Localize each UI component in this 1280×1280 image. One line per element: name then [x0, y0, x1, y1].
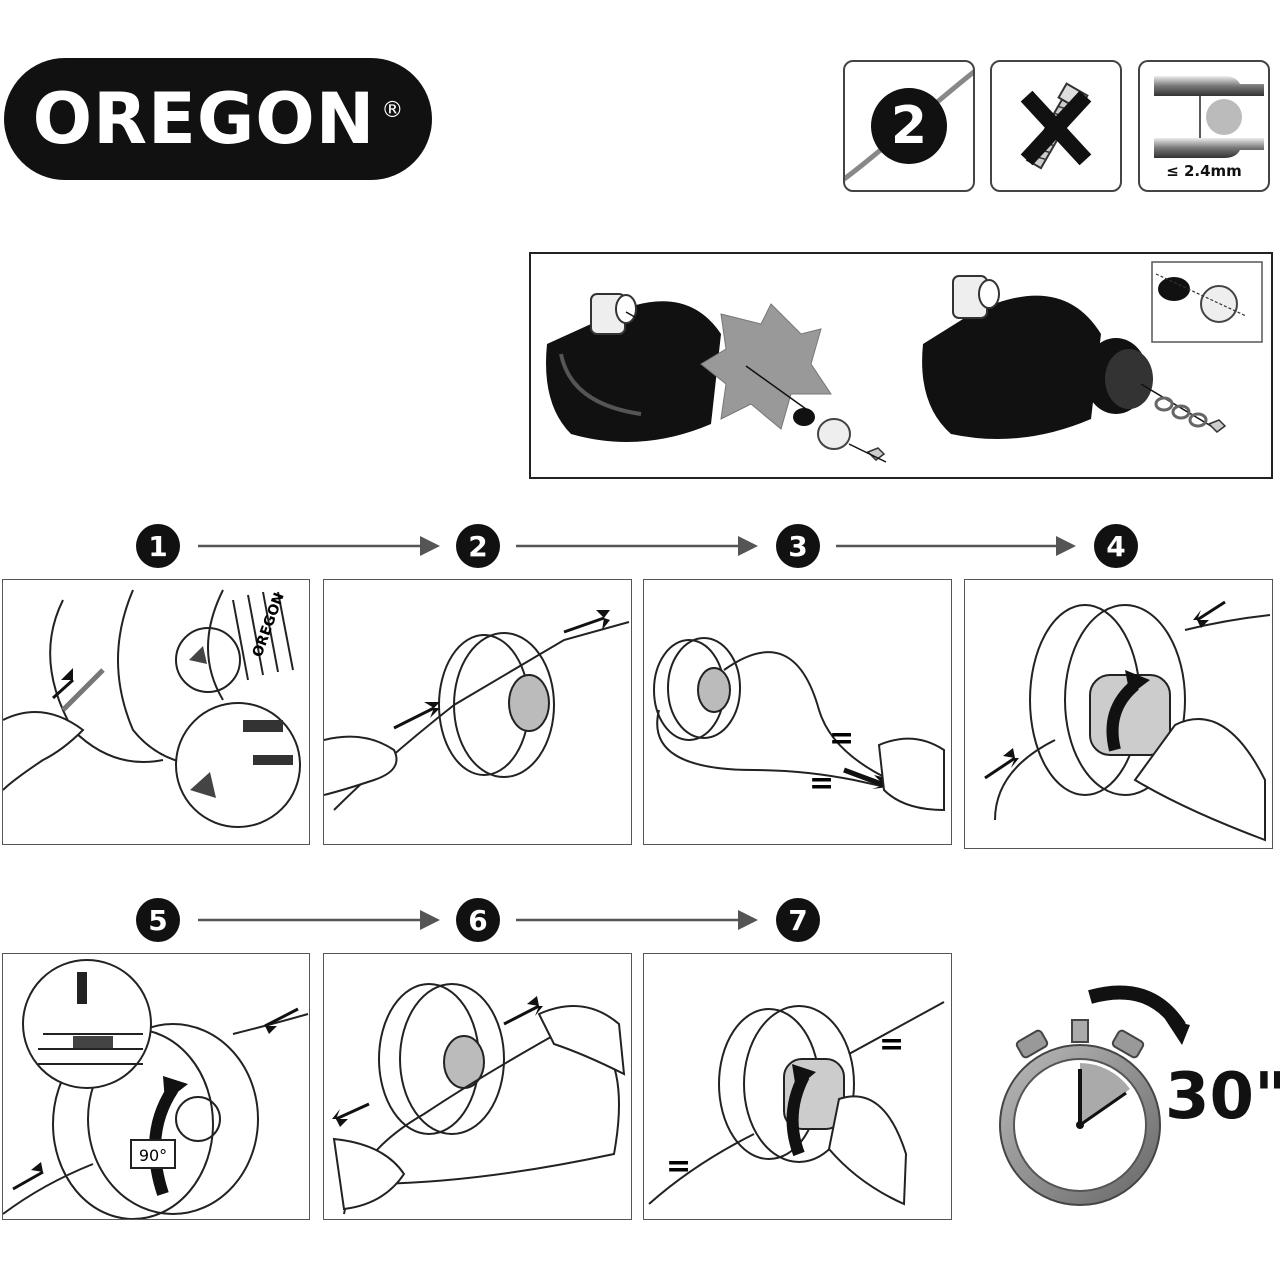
no-bolt-icon-box	[990, 60, 1122, 192]
step-7-panel: = =	[643, 953, 952, 1220]
step-2-illustration	[324, 610, 630, 811]
step-1-illustration: OREGON	[3, 589, 301, 828]
line-diameter-label: ≤ 2.4mm	[1166, 162, 1242, 180]
line-count-badge: 2	[871, 88, 947, 164]
step-5-panel: 90°	[2, 953, 310, 1220]
step-4-number: 4	[1094, 524, 1138, 568]
step-2-panel	[323, 579, 632, 845]
step-7-equal-bottom: =	[666, 1149, 691, 1184]
installation-illustration	[546, 261, 1263, 463]
line-count-icon-box: 2	[843, 60, 975, 192]
step-1-number: 1	[136, 524, 180, 568]
step-3-equal-top: =	[829, 721, 854, 756]
step-5-number: 5	[136, 898, 180, 942]
step-2-number: 2	[456, 524, 500, 568]
step-6-illustration	[332, 983, 626, 1215]
step-7-equal-top: =	[879, 1027, 904, 1062]
installation-diagram	[529, 252, 1273, 479]
brand-name: OREGON	[32, 78, 376, 160]
step-5-illustration: 90°	[3, 959, 309, 1219]
row-1-flow-arrows	[198, 536, 1076, 556]
no-bolt-icon	[1020, 82, 1092, 170]
step-3-panel: = =	[643, 579, 952, 845]
step-1-panel: OREGON	[2, 579, 310, 845]
line-diameter-icon	[1154, 76, 1264, 158]
step-3-illustration: = =	[653, 637, 945, 812]
oregon-logo: OREGON ®	[4, 58, 432, 180]
step-7-number: 7	[776, 898, 820, 942]
step-3-number: 3	[776, 524, 820, 568]
diameter-icon-box: ≤ 2.4mm	[1138, 60, 1270, 192]
timer-duration: 30"	[1165, 1060, 1280, 1134]
step-3-equal-bottom: =	[809, 766, 834, 801]
stopwatch-icon	[999, 985, 1190, 1206]
registered-mark: ®	[381, 97, 404, 123]
rotation-angle-label: 90°	[139, 1146, 167, 1165]
step-7-illustration: = =	[648, 1001, 945, 1206]
step-6-panel	[323, 953, 632, 1220]
row-2-flow-arrows	[198, 910, 758, 930]
step-6-number: 6	[456, 898, 500, 942]
step-4-illustration	[984, 600, 1271, 842]
head-brand-label: OREGON	[250, 591, 288, 660]
step-4-panel	[964, 579, 1273, 849]
